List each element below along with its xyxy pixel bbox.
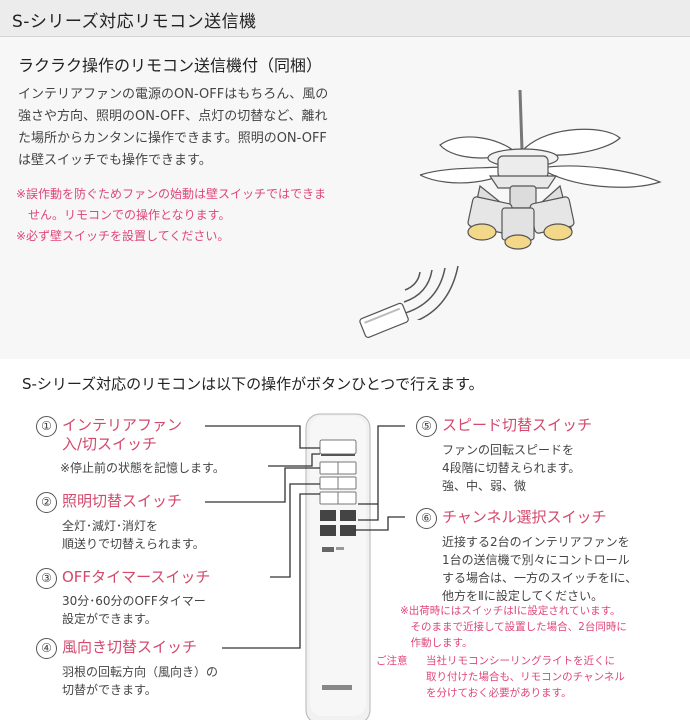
caution-line: 当社リモコンシーリングライトを近くに [426,655,615,667]
item-6-title: チャンネル選択スイッチ [442,508,607,526]
remote-control-illustration [305,413,371,720]
item-1-number: ① [36,416,57,437]
item-6-desc-line: 近接する2台のインテリアファンを [442,535,630,549]
ceiling-fan-illustration [420,90,662,250]
remote-small-icon [359,302,409,338]
page-title: S-シリーズ対応リモコン送信機 [12,12,257,32]
note-line: ※誤作動を防ぐためファンの始動は壁スイッチではできま [16,187,327,201]
item-6-desc-line: 1台の送信機で別々にコントロール [442,553,630,567]
item-3-desc: 30分･60分のOFFタイマー 設定ができます。 [62,592,206,628]
note-line: ※必ず壁スイッチを設置してください。 [16,229,230,243]
item-5-title: スピード切替スイッチ [442,416,593,434]
item-1-title: インテリアファン 入/切スイッチ [62,416,182,454]
item-6-number: ⑥ [416,508,437,529]
item-5-desc-line: 4段階に切替えられます。 [442,461,581,475]
note-line: せん。リモコンでの操作となります。 [16,208,231,222]
caution-text: 当社リモコンシーリングライトを近くに 取り付けた場合も、リモコンのチャンネル を… [426,653,625,701]
ship-note-line: そのままで近接して設置した場合、2台同時に [400,621,627,633]
caution-line: を分けておく必要があります。 [426,687,572,699]
item-4-number: ④ [36,638,57,659]
item-2-number: ② [36,492,57,513]
caution-label: ご注意 [376,655,408,667]
item-5-desc-line: ファンの回転スピードを [442,443,575,457]
intro-description: インテリアファンの電源のON-OFFはもちろん、風の 強さや方向、照明のON-O… [18,84,413,172]
item-6-desc-line: 他方をⅡに設定してください。 [442,589,604,603]
intro-notes: ※誤作動を防ぐためファンの始動は壁スイッチではできま せん。リモコンでの操作とな… [16,184,416,247]
item-3-number: ③ [36,568,57,589]
desc-line: インテリアファンの電源のON-OFFはもちろん、風の [18,87,329,102]
item-2-title: 照明切替スイッチ [62,492,183,510]
item-4-desc-line: 切替ができます。 [62,683,157,697]
item-3-desc-line: 設定ができます。 [62,612,157,626]
item-6-desc: 近接する2台のインテリアファンを 1台の送信機で別々にコントロール する場合は、… [442,533,637,605]
operations-title: S-シリーズ対応のリモコンは以下の操作がボタンひとつで行えます。 [22,375,484,393]
item-2-desc: 全灯･減灯･消灯を 順送りで切替えられます。 [62,517,205,553]
item-1-desc-line: ※停止前の状態を記憶します。 [60,461,225,475]
item-3-title: OFFタイマースイッチ [62,568,211,586]
desc-line: 強さや方向、照明のON-OFF、点灯の切替など、離れ [18,109,328,124]
signal-waves-icon [401,265,459,320]
item-4-title: 風向き切替スイッチ [62,638,198,656]
intro-subtitle: ラクラク操作のリモコン送信機付（同梱） [18,56,323,75]
ship-note-line: ※出荷時にはスイッチはⅠに設定されています。 [400,605,621,617]
item-6-desc-line: する場合は、一方のスイッチをⅠに、 [442,571,638,585]
item-1-title-line: 入/切スイッチ [62,435,158,453]
header-bar [0,0,690,37]
intro-panel [0,37,690,359]
ship-note-line: 作動します。 [400,637,473,649]
item-1-desc: ※停止前の状態を記憶します。 [60,459,225,477]
item-5-desc: ファンの回転スピードを 4段階に切替えられます。 強、中、弱、微 [442,441,580,495]
caution-line: 取り付けた場合も、リモコンのチャンネル [426,671,625,683]
item-1-title-line: インテリアファン [62,416,183,434]
item-5-number: ⑤ [416,416,437,437]
item-4-desc: 羽根の回転方向（風向き）の 切替ができます。 [62,663,218,699]
ship-note: ※出荷時にはスイッチはⅠに設定されています。 そのままで近接して設置した場合、2… [400,603,627,651]
item-2-desc-line: 全灯･減灯･消灯を [62,519,159,533]
desc-line: は壁スイッチでも操作できます。 [18,153,212,168]
desc-line: た場所からカンタンに操作できます。照明のON-OFF [18,131,327,146]
item-2-desc-line: 順送りで切替えられます。 [62,537,205,551]
item-5-desc-line: 強、中、弱、微 [442,479,527,493]
item-4-desc-line: 羽根の回転方向（風向き）の [62,665,219,679]
item-3-desc-line: 30分･60分のOFFタイマー [62,594,206,608]
